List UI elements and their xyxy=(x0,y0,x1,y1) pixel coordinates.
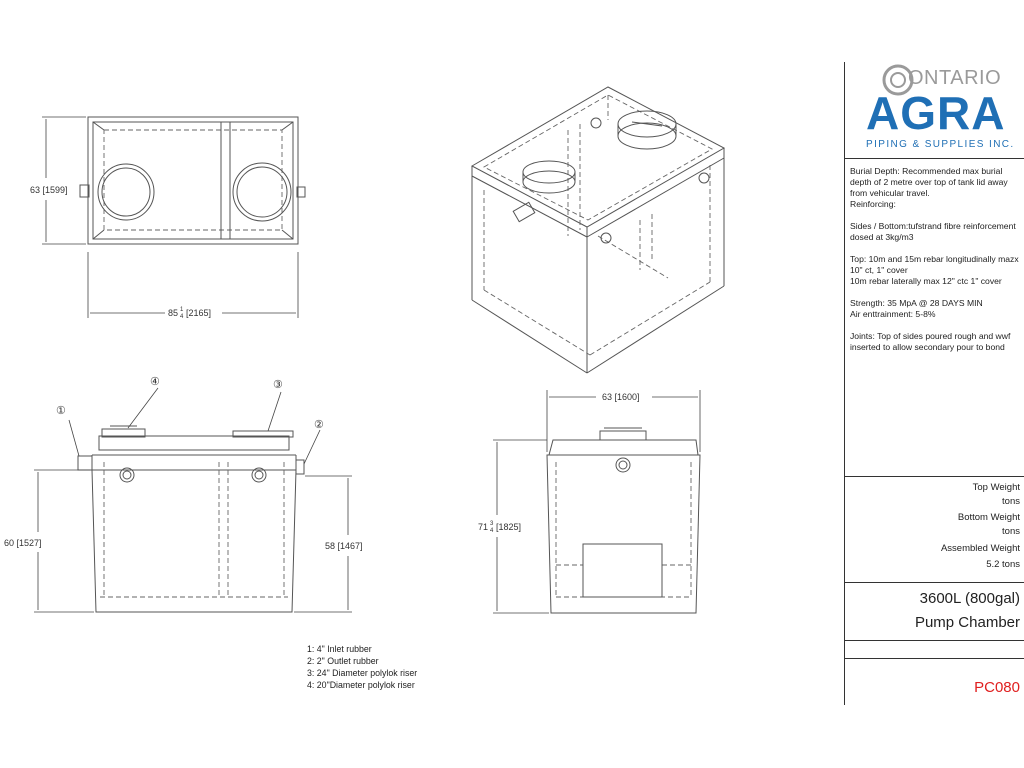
dim-side-height-whole: 71 xyxy=(478,522,488,532)
callout-4: ④ xyxy=(150,376,160,388)
parts-legend: 1: 4" Inlet rubber 2: 2" Outlet rubber 3… xyxy=(307,643,417,691)
product-capacity: 3600L (800gal) xyxy=(919,590,1020,607)
divider xyxy=(844,158,1024,159)
technical-drawing: 63 [1599] 85 1 4 [2165] xyxy=(4,86,726,614)
dim-front-left: 60 [1527] xyxy=(4,538,42,548)
note-joints: Joints: Top of sides poured rough and ww… xyxy=(850,331,1011,352)
divider xyxy=(844,640,1024,641)
logo-main-text: AGRA xyxy=(866,87,1006,139)
dim-side-height-den: 4 xyxy=(490,528,494,534)
top-weight-unit: tons xyxy=(1002,496,1020,507)
title-block-border xyxy=(844,62,845,705)
assembled-weight-value: 5.2 tons xyxy=(986,559,1020,570)
legend-item: 3: 24" Diameter polylok riser xyxy=(307,668,418,678)
callout-1: ① xyxy=(56,405,66,417)
bottom-weight-unit: tons xyxy=(1002,526,1020,537)
divider xyxy=(844,658,1024,659)
dim-top-length-mm: [2165] xyxy=(186,308,211,318)
company-logo: ONTARIO AGRA PIPING & SUPPLIES INC. xyxy=(864,64,1024,156)
dim-side-width: 63 [1600] xyxy=(602,392,640,402)
logo-ring-icon xyxy=(882,64,914,96)
top-weight-label: Top Weight xyxy=(972,482,1020,493)
assembled-weight-label: Assembled Weight xyxy=(940,543,1020,554)
note-sides: Sides / Bottom:tufstrand fibre reinforce… xyxy=(850,221,1016,242)
front-elevation: ① ④ ③ ② 60 [1527] 58 [1467] xyxy=(4,376,363,613)
isometric-view xyxy=(470,86,726,374)
dim-side-height-num: 3 xyxy=(490,521,494,527)
dim-top-length-num: 1 xyxy=(180,307,184,313)
side-elevation: 63 [1600] 71 3 4 [1825] xyxy=(478,390,701,614)
note-top1: Top: 10m and 15m rebar longitudinally ma… xyxy=(850,254,1019,275)
callout-3: ③ xyxy=(273,379,283,391)
legend-item: 4: 20"Diameter polylok riser xyxy=(307,680,415,690)
callout-2: ② xyxy=(314,419,324,431)
divider xyxy=(844,476,1024,477)
product-code: PC080 xyxy=(974,679,1020,696)
top-view: 63 [1599] 85 1 4 [2165] xyxy=(30,116,306,320)
logo-top-text: ONTARIO xyxy=(908,67,1002,89)
specification-notes: Burial Depth: Recommended max burial dep… xyxy=(850,166,1024,364)
dim-top-length-whole: 85 xyxy=(168,308,178,318)
note-strength: Strength: 35 MpA @ 28 DAYS MIN xyxy=(850,298,983,308)
dim-front-right: 58 [1467] xyxy=(325,541,363,551)
bottom-weight-label: Bottom Weight xyxy=(957,512,1020,523)
note-burial: Burial Depth: Recommended max burial dep… xyxy=(850,166,1008,198)
note-reinforcing: Reinforcing: xyxy=(850,199,896,209)
product-name: Pump Chamber xyxy=(914,614,1020,631)
note-air: Air enttrainment: 5-8% xyxy=(850,309,936,319)
note-top2: 10m rebar laterally max 12" ctc 1" cover xyxy=(850,276,1002,286)
title-block: ONTARIO AGRA PIPING & SUPPLIES INC. Buri… xyxy=(844,62,1024,705)
logo-sub-text: PIPING & SUPPLIES INC. xyxy=(866,139,1015,150)
legend-item: 1: 4" Inlet rubber xyxy=(307,644,372,654)
legend-item: 2: 2" Outlet rubber xyxy=(307,656,379,666)
divider xyxy=(844,582,1024,583)
dim-top-width: 63 [1599] xyxy=(30,185,68,195)
dim-top-length-den: 4 xyxy=(180,314,184,320)
dim-side-height-mm: [1825] xyxy=(496,522,521,532)
